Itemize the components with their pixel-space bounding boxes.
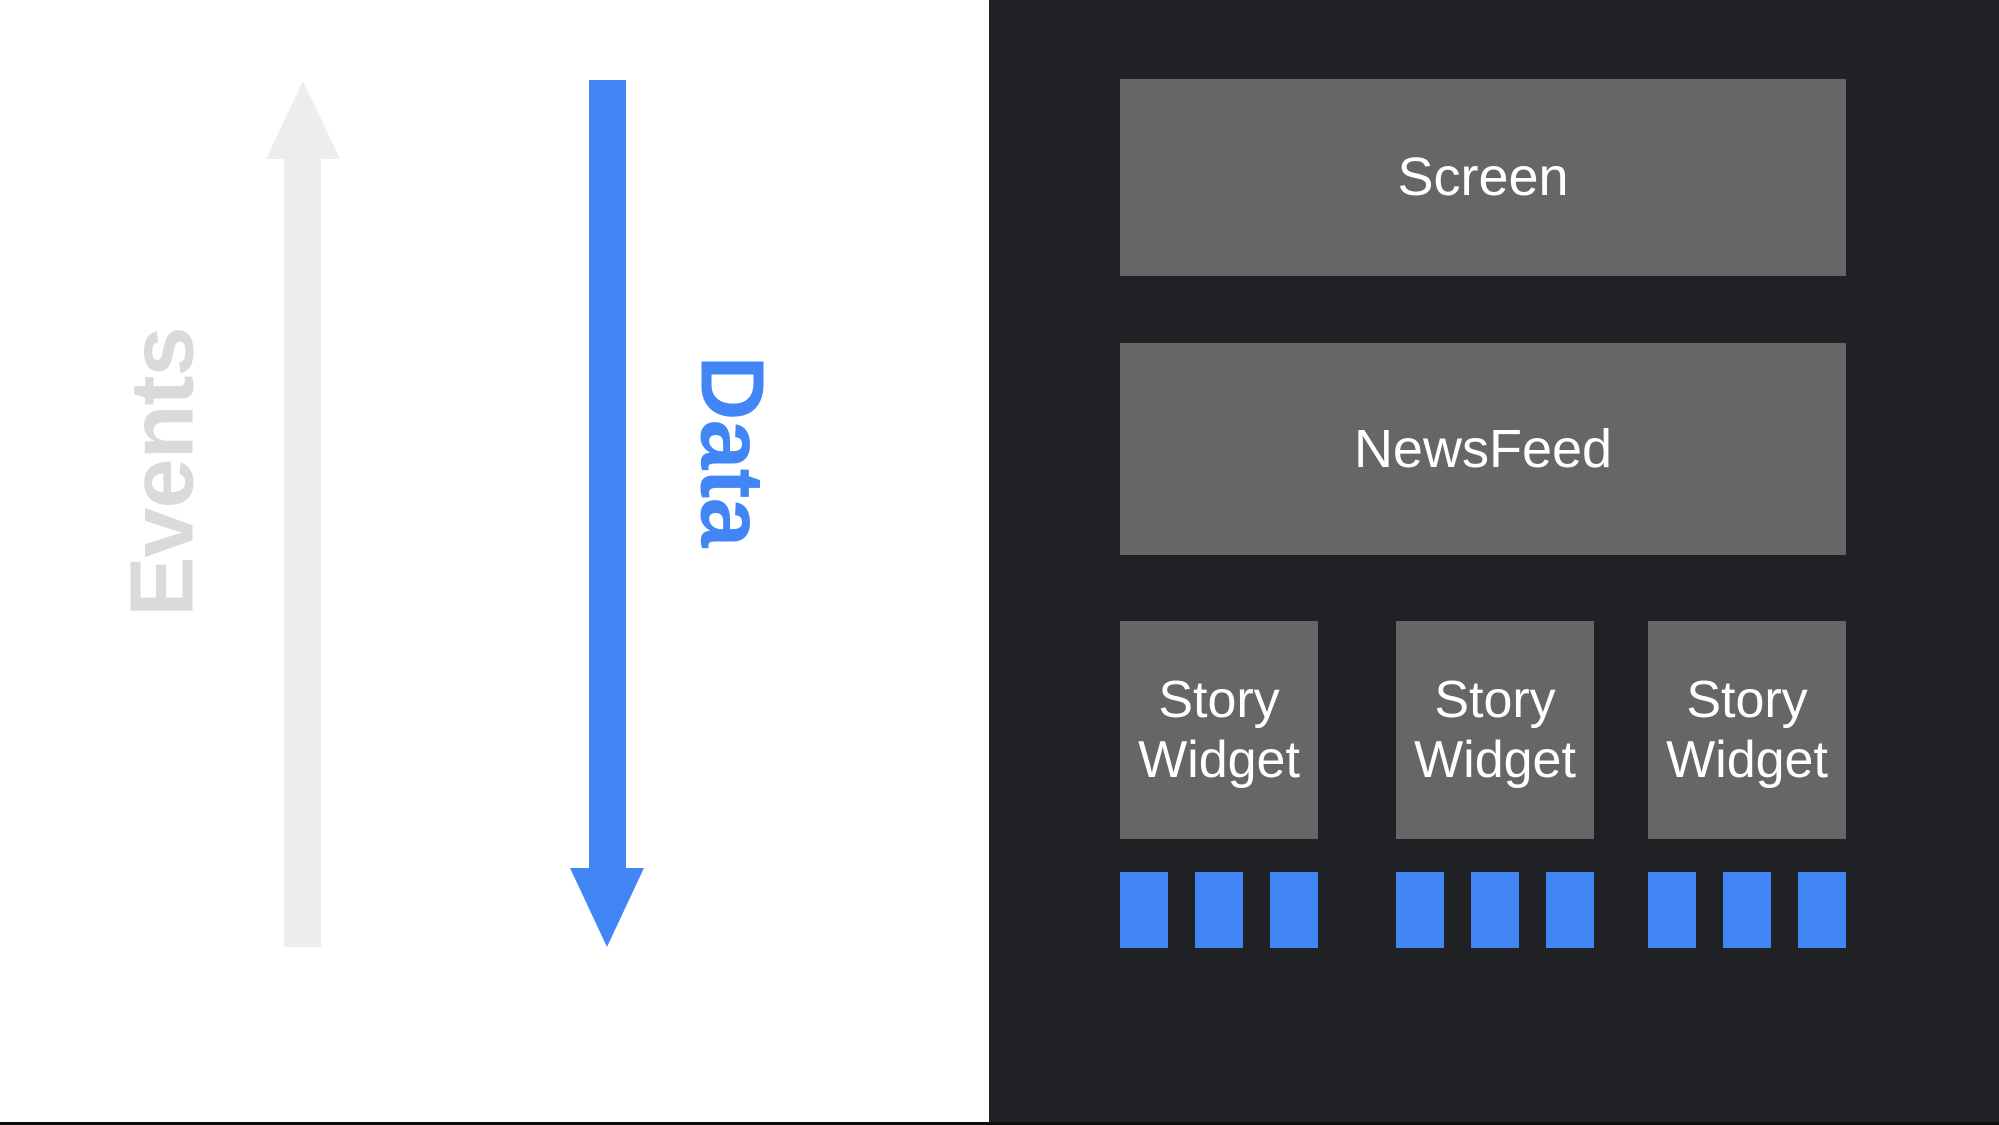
widget-tree-panel: Screen NewsFeed Story Widget Story Widge… xyxy=(989,0,1999,1122)
events-up-arrow-icon xyxy=(266,81,340,159)
data-square xyxy=(1723,872,1771,948)
events-label: Events xyxy=(112,327,213,617)
story-widget-label: Story Widget xyxy=(1666,670,1828,789)
story-widget-box: Story Widget xyxy=(1120,621,1318,839)
data-square xyxy=(1396,872,1444,948)
flow-arrows-panel: Events Data xyxy=(0,0,989,1122)
story-widget-label: Story Widget xyxy=(1414,670,1576,789)
screen-box-label: Screen xyxy=(1397,147,1569,208)
events-up-arrow-shaft xyxy=(284,157,321,947)
newsfeed-box-label: NewsFeed xyxy=(1353,418,1613,479)
newsfeed-box: NewsFeed xyxy=(1120,343,1846,555)
story-widget-label: Story Widget xyxy=(1138,670,1300,789)
data-square xyxy=(1798,872,1846,948)
data-square-group xyxy=(1396,872,1594,948)
data-square xyxy=(1648,872,1696,948)
story-widget-box: Story Widget xyxy=(1396,621,1594,839)
data-square-group xyxy=(1120,872,1318,948)
data-square xyxy=(1471,872,1519,948)
screen-box: Screen xyxy=(1120,79,1846,276)
data-square xyxy=(1120,872,1168,948)
data-label: Data xyxy=(681,355,782,547)
data-square-group xyxy=(1648,872,1846,948)
bottom-edge-bar xyxy=(0,1122,1999,1125)
data-square xyxy=(1270,872,1318,948)
story-widget-box: Story Widget xyxy=(1648,621,1846,839)
data-down-arrow-shaft xyxy=(589,80,626,870)
data-down-arrow-icon xyxy=(570,868,644,947)
data-square xyxy=(1195,872,1243,948)
data-square xyxy=(1546,872,1594,948)
